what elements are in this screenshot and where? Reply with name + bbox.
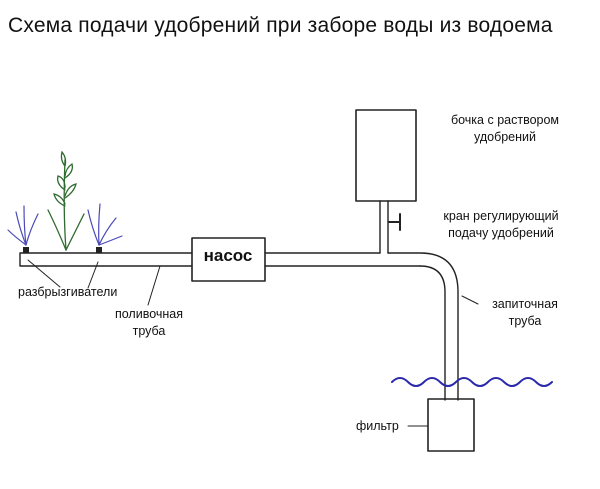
irrigation-pipe-label: поливочная труба <box>114 307 184 338</box>
main-pipe <box>264 252 421 267</box>
valve-icon <box>388 213 401 231</box>
intake-pipe <box>387 252 459 401</box>
diagram-title: Схема подачи удобрений при заборе воды и… <box>8 14 553 37</box>
tank-label: бочка с раствором удобрений <box>450 113 560 144</box>
leader-sprinklers <box>27 259 61 288</box>
sprinklers-label: разбрызгиватели <box>18 285 118 299</box>
intake-pipe-label: запиточная труба <box>492 297 558 328</box>
filter-box <box>427 398 475 452</box>
leader-irrigation <box>147 265 161 306</box>
leader-intake <box>461 295 479 305</box>
tank-supply-pipe <box>379 200 389 254</box>
spray-icon <box>7 203 123 246</box>
pump-label: насос <box>203 246 253 265</box>
irrigation-pipe <box>19 252 193 267</box>
valve-label: кран регулирующий подачу удобрений <box>443 209 559 240</box>
leader-sprinklers-2 <box>87 261 99 289</box>
filter-label: фильтр <box>356 419 399 433</box>
pump-box <box>191 237 266 282</box>
tank-box <box>355 109 417 202</box>
water-surface <box>391 377 553 387</box>
sprinkler-icons <box>23 247 102 253</box>
plant-icon <box>47 150 85 251</box>
